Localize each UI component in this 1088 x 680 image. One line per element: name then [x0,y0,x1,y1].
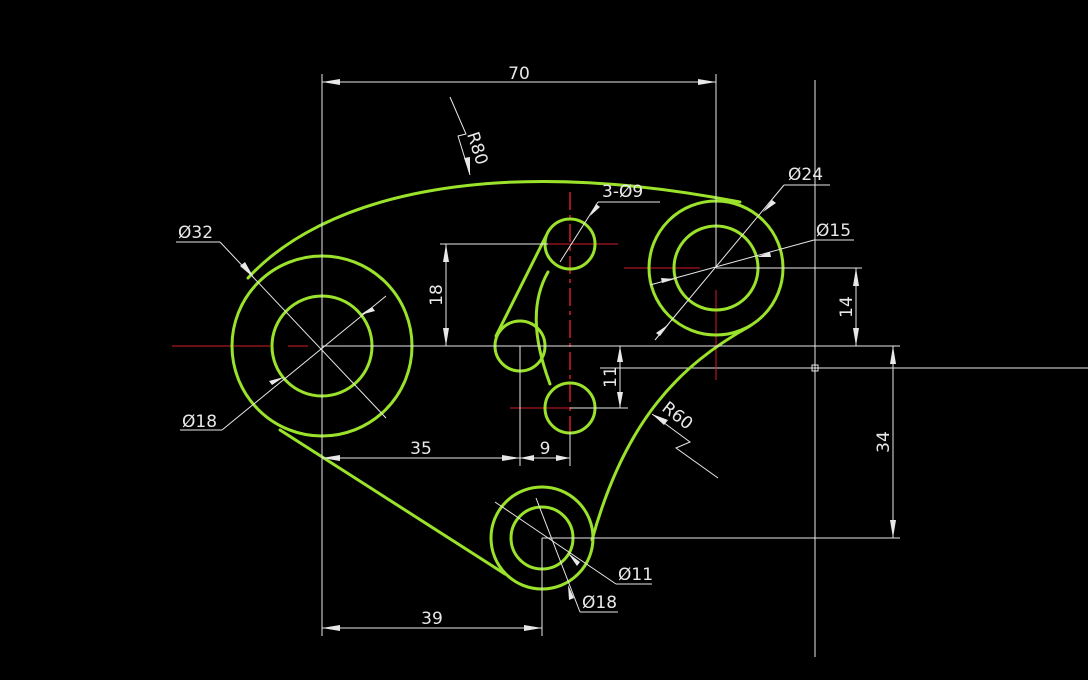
dim-39[interactable]: 39 [421,609,443,629]
dim-r60[interactable]: R60 [658,398,697,434]
dim-dia15[interactable]: Ø15 [816,221,851,241]
dim-34[interactable]: 34 [874,431,894,453]
outer-arc-r80[interactable] [246,180,742,280]
crosshair-cursor [600,80,1088,657]
dim-dia32[interactable]: Ø32 [178,223,213,243]
dim-dia24[interactable]: Ø24 [788,165,823,185]
dim-70[interactable]: 70 [508,64,530,84]
dim-14[interactable]: 14 [837,296,857,318]
part-outline[interactable] [230,180,785,591]
tangent-line-bottom-left[interactable] [278,428,507,576]
dim-holes[interactable]: 3-Ø9 [602,182,643,202]
dim-9[interactable]: 9 [540,439,551,459]
slot-arc-inner[interactable] [534,270,552,386]
dimension-lines [176,74,900,636]
dimension-texts: 70 35 9 39 18 14 11 34 R80 R60 Ø32 Ø18 Ø… [178,64,894,629]
dim-dia11[interactable]: Ø11 [618,565,653,585]
dim-18[interactable]: 18 [427,284,447,306]
center-lines [172,192,717,432]
dim-11[interactable]: 11 [601,366,621,388]
outer-arc-r60[interactable] [590,324,752,542]
dim-dia18-left[interactable]: Ø18 [182,412,217,432]
slot-line-outer[interactable] [494,234,548,338]
dim-35[interactable]: 35 [410,439,432,459]
dim-dia18-bottom[interactable]: Ø18 [582,593,617,613]
